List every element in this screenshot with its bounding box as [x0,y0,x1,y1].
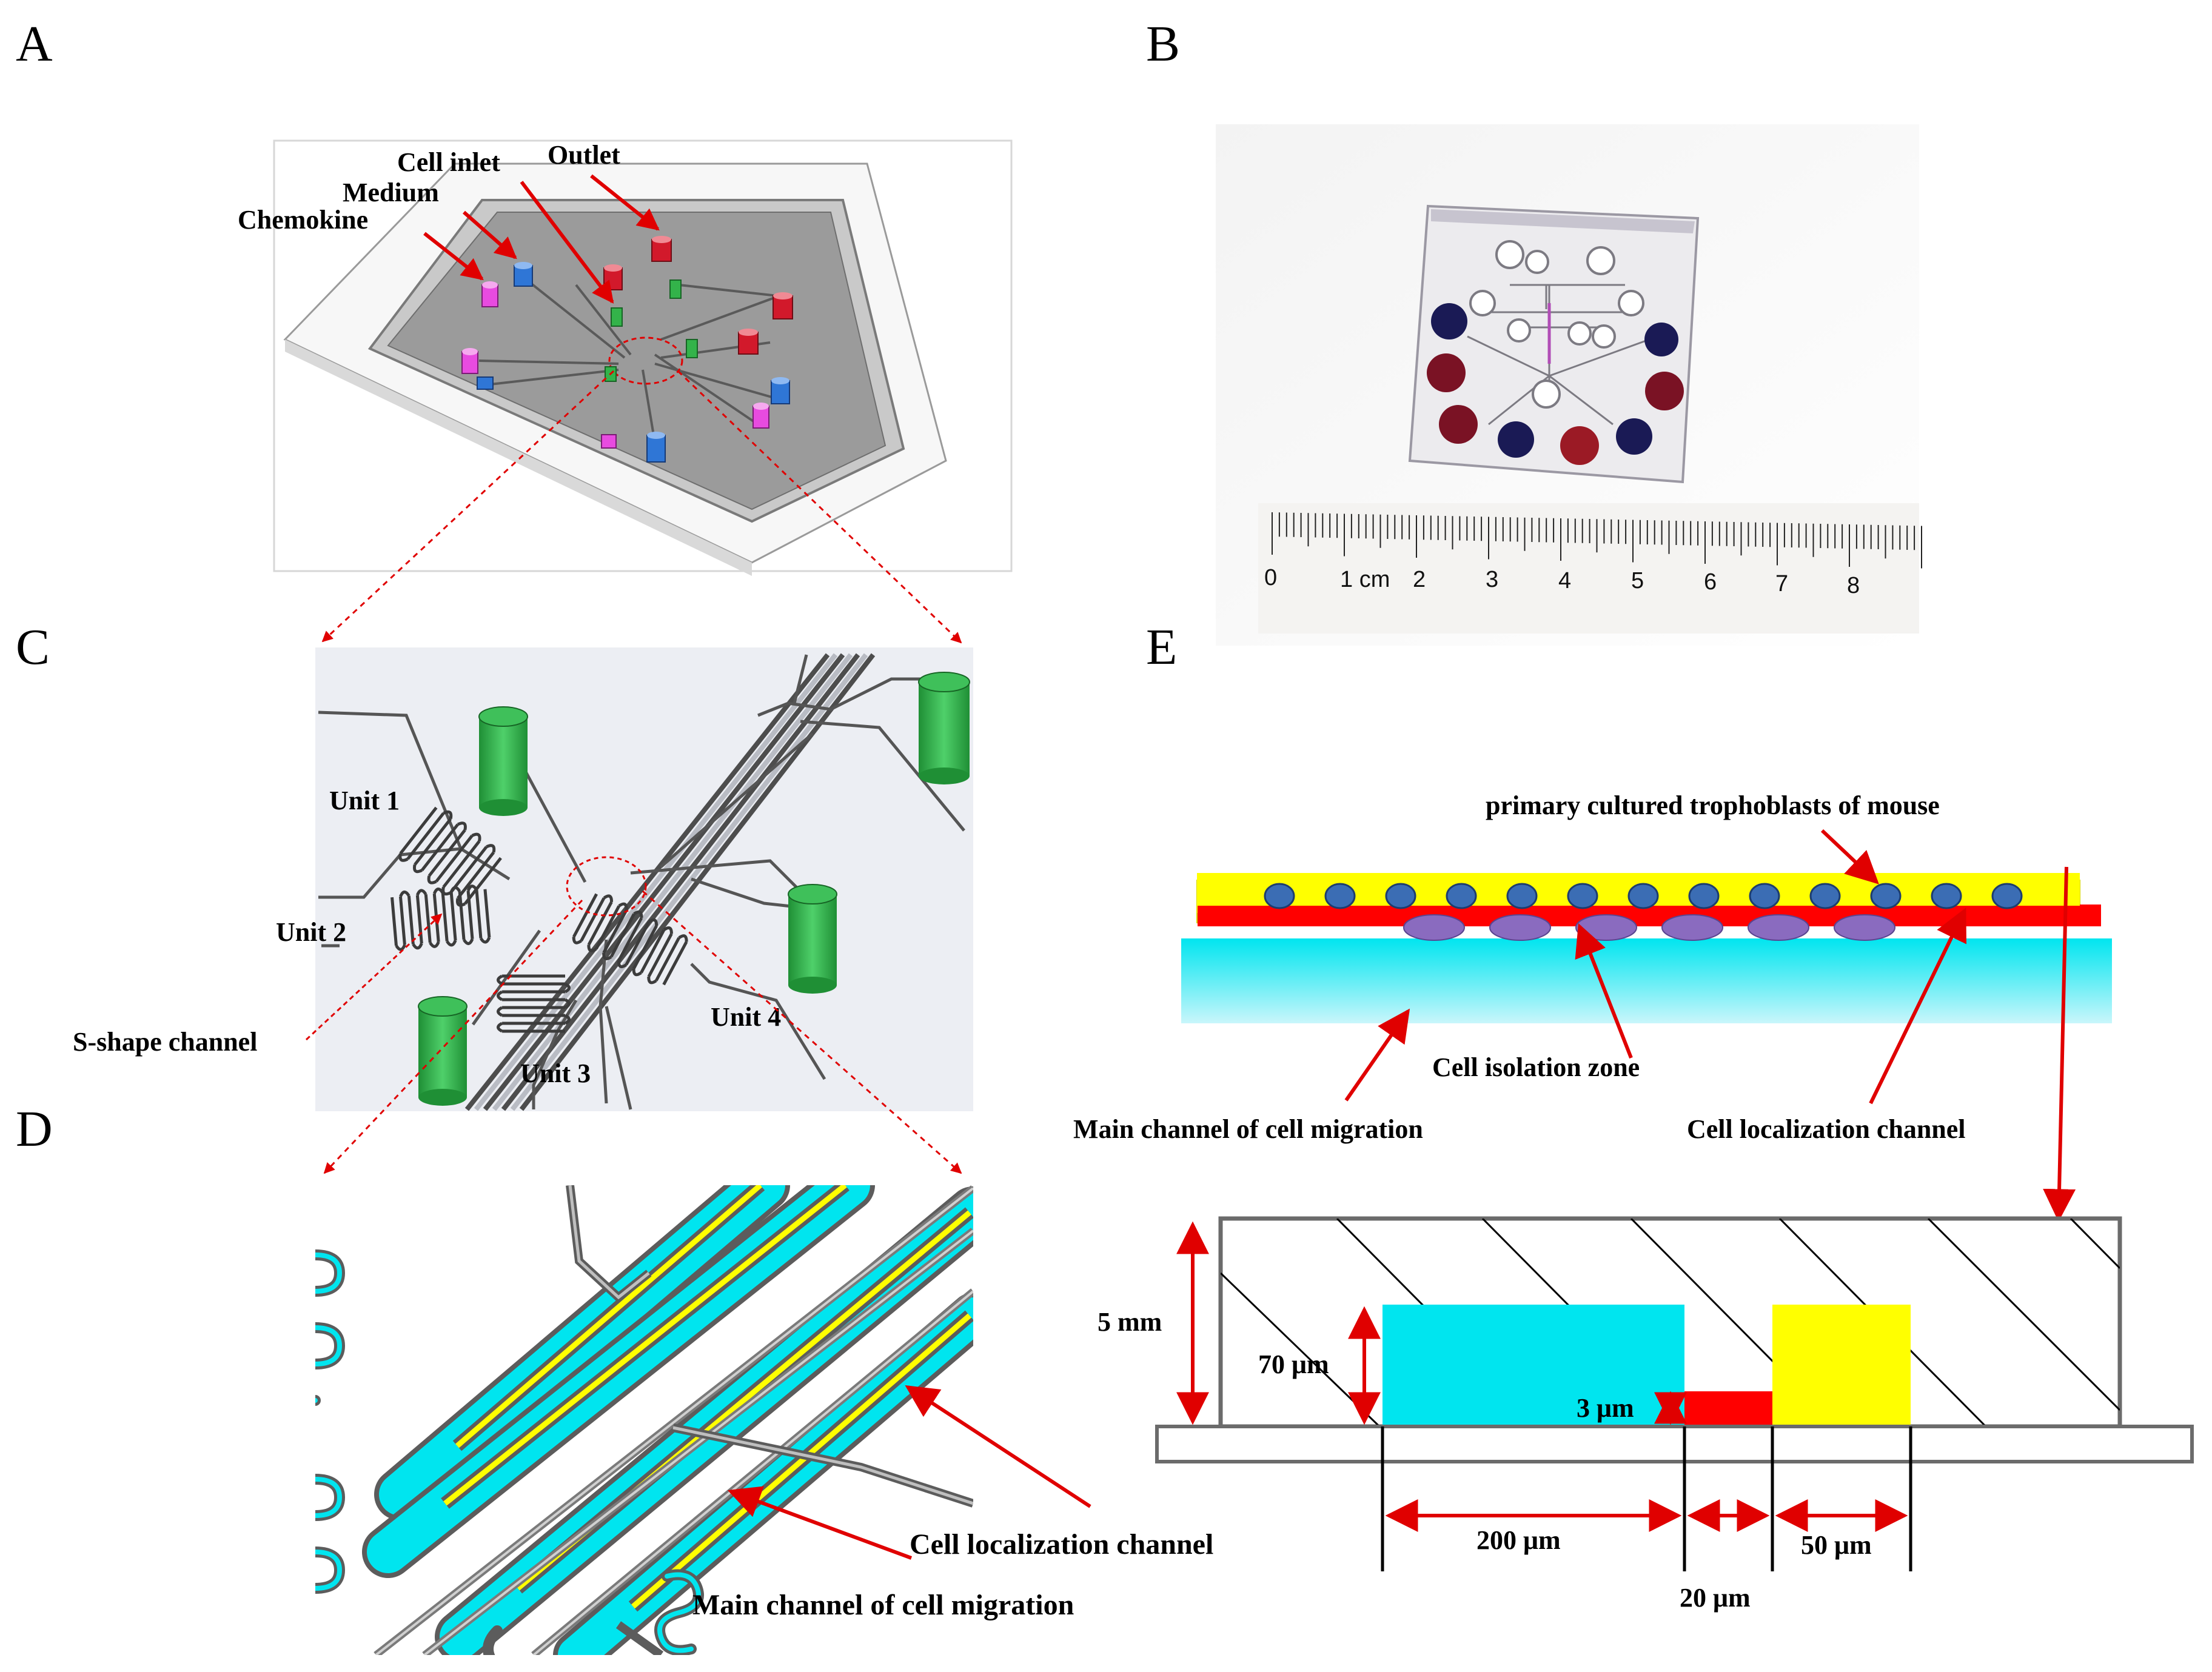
label-unit-3: Unit 3 [520,1058,591,1088]
tube-blue [477,262,790,463]
panel-label-e: E [1146,619,1177,675]
trophoblast-cell [1688,883,1720,909]
svg-text:1 cm: 1 cm [1340,567,1390,592]
tube-green [605,279,698,382]
label-trophoblasts: primary cultured trophoblasts of mouse [1486,791,1940,820]
trophoblast-cell [1870,883,1902,909]
panel-e-arrows [1344,829,2076,1222]
trophoblast-cell [1749,883,1780,909]
trophoblast-cell [1264,883,1295,909]
channel-divider-highlight [375,1187,973,1655]
isolated-cell [1834,914,1895,941]
migration-channels [362,1185,973,1655]
panel-a-arrows [423,174,660,304]
panel-b-photo: 0 1 cm 2 3 4 5 6 7 8 [1216,124,1922,646]
serpentine-channels [390,806,688,1033]
reservoir-drops [1427,303,1684,465]
isolated-cell [1403,914,1465,941]
trophoblast-cell [1991,883,2023,909]
zoom-lines-a-c [321,370,962,644]
ruler-ticks [1272,512,1922,569]
serpentine [497,974,571,1033]
dim-50um: 50 μm [1801,1530,1872,1560]
panel-label-c: C [16,619,50,675]
serpentine [572,893,688,986]
label-outlet: Outlet [548,140,620,170]
label-e-main-channel: Main channel of cell migration [1073,1114,1423,1144]
label-s-shape-channel: S-shape channel [73,1027,257,1057]
svg-text:8: 8 [1847,573,1860,598]
channel-divider-highlight [423,1229,973,1655]
svg-text:7: 7 [1775,571,1788,597]
tube-red [603,236,793,355]
label-d-main-channel: Main channel of cell migration [692,1589,1074,1621]
panel-label-b: B [1146,16,1180,72]
green-reservoirs [418,672,970,1106]
dim-200um: 200 μm [1476,1525,1561,1555]
label-unit-1: Unit 1 [329,786,400,815]
localization-channel [443,1185,847,1506]
dim-3um: 3 μm [1577,1393,1634,1423]
trophoblast-cell [1931,883,1962,909]
svg-text:3: 3 [1486,567,1498,592]
trophoblast-cells [1264,883,2023,909]
trophoblast-cell [1324,883,1356,909]
svg-text:0: 0 [1264,565,1277,590]
label-cell-inlet: Cell inlet [397,147,500,177]
panel-label-a: A [16,16,53,72]
panel-c-arrows [305,890,962,1174]
label-unit-2: Unit 2 [276,917,346,947]
serpentine [398,806,502,907]
svg-text:6: 6 [1704,569,1717,595]
dim-5mm: 5 mm [1098,1307,1162,1337]
panel-label-d: D [16,1101,53,1157]
localization-channel [455,1185,762,1448]
panel-e-cross-section [1181,873,2112,1023]
panel-e-dimension-drawing [1155,1216,2194,1571]
label-chemokine: Chemokine [238,205,368,235]
panel-c-render [315,647,973,1111]
isolated-cell [1489,914,1551,941]
trophoblast-cell [1627,883,1659,909]
isolated-cell [1748,914,1809,941]
trophoblast-cell [1385,883,1416,909]
localization-channel [631,1313,971,1609]
trophoblast-cell [1809,883,1841,909]
svg-text:2: 2 [1413,567,1426,592]
label-medium: Medium [343,178,439,207]
tube-magenta [461,281,769,449]
svg-text:5: 5 [1631,568,1644,594]
label-isolation-zone: Cell isolation zone [1432,1052,1640,1082]
dim-20um: 20 μm [1680,1583,1751,1613]
label-e-cell-localization: Cell localization channel [1687,1114,1966,1144]
isolated-cell [1661,914,1723,941]
panel-d-arrows [727,1385,1091,1560]
trophoblast-cell [1446,883,1477,909]
panel-d-render [315,1185,973,1655]
trophoblast-cell [1567,883,1598,909]
channel-divider-highlight [532,1290,973,1655]
trophoblast-cell [1506,883,1538,909]
label-d-cell-localization: Cell localization channel [910,1528,1213,1560]
ruler-labels: 0 1 cm 2 3 4 5 6 7 8 [1264,565,1860,598]
dim-70um: 70 μm [1258,1349,1329,1379]
label-unit-4: Unit 4 [711,1002,781,1032]
svg-text:4: 4 [1558,568,1571,594]
